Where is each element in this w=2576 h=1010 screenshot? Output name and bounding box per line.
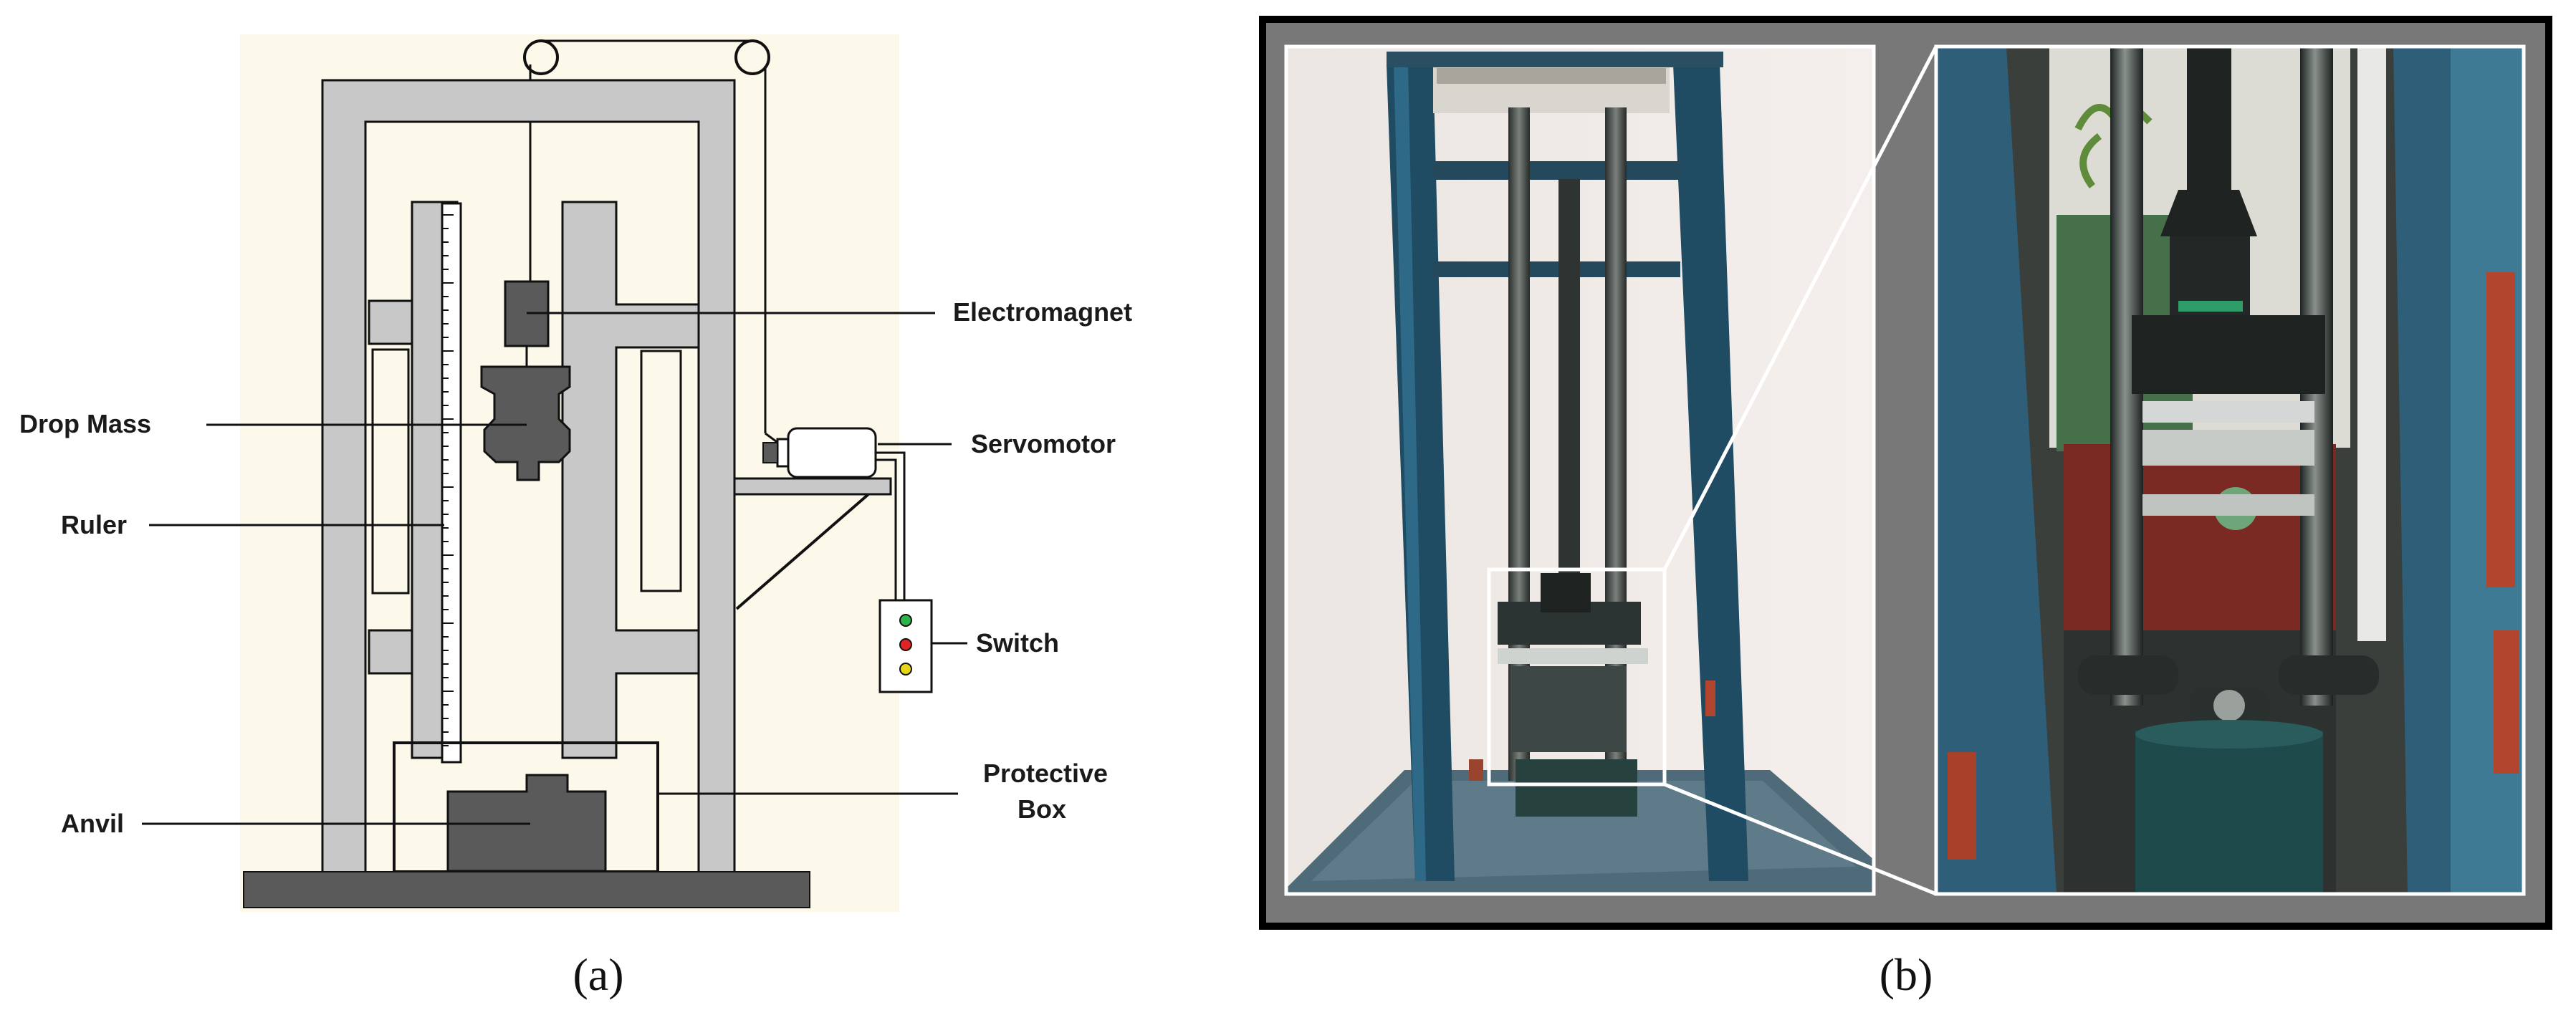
base-plate: [243, 871, 810, 908]
zoom-region-box: [1487, 567, 1667, 787]
switch-red-light: [899, 638, 912, 651]
switch-yellow-light: [899, 663, 912, 675]
label-servomotor: Servomotor: [971, 429, 1116, 458]
motor-bracket: [733, 477, 892, 496]
label-protective-box-line2: Box: [1018, 794, 1066, 824]
ruler-ticks: [442, 214, 454, 746]
photo-close-up-impact-zone: [1936, 47, 2524, 894]
caption-a: (a): [573, 949, 623, 1000]
switch-green-light: [899, 614, 912, 627]
label-ruler: Ruler: [61, 510, 127, 539]
photo-drop-hammer-machine: [1286, 47, 1874, 894]
panel-a-schematic: Electromagnet Drop Mass Ruler Servomotor…: [19, 34, 1132, 1000]
panel-b-photos: (b): [1259, 16, 2552, 1000]
label-drop-mass: Drop Mass: [19, 409, 151, 438]
bracket-strut: [735, 493, 870, 610]
zoom-line-bottom: [1664, 782, 1937, 896]
label-protective-box-line1: Protective: [983, 759, 1108, 788]
inner-column-right: [561, 201, 700, 759]
motor-wire: [876, 451, 906, 600]
drop-mass: [480, 365, 571, 481]
servomotor: [787, 427, 877, 478]
label-anvil: Anvil: [61, 809, 124, 838]
label-electromagnet: Electromagnet: [953, 297, 1132, 327]
caption-b: (b): [1880, 949, 1933, 1000]
zoom-line-top: [1662, 45, 1938, 571]
label-switch: Switch: [976, 628, 1059, 658]
